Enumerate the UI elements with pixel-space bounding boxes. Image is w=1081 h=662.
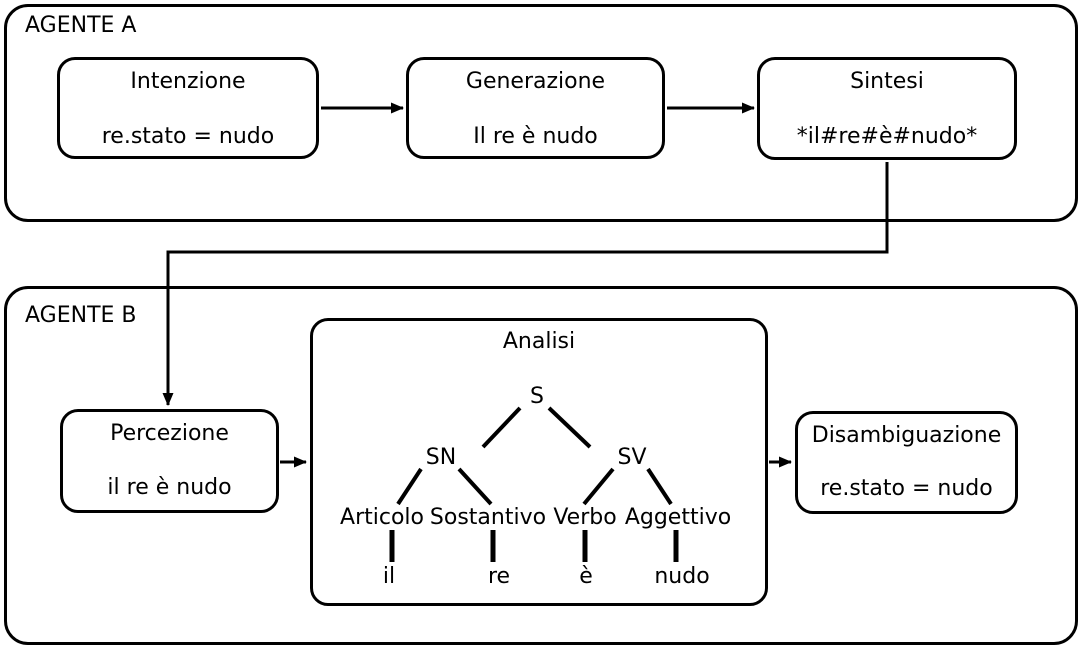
box-disambiguazione: Disambiguazione re.stato = nudo: [795, 411, 1018, 514]
box-value: *il#re#è#nudo*: [796, 124, 978, 149]
box-value: il re è nudo: [107, 475, 232, 500]
tree-node-articolo: Articolo: [340, 505, 424, 530]
box-intenzione: Intenzione re.stato = nudo: [57, 57, 319, 159]
box-title: Disambiguazione: [811, 423, 1002, 448]
tree-node-sv: SV: [617, 445, 647, 470]
tree-leaf-e: è: [579, 564, 593, 589]
box-value: Il re è nudo: [473, 124, 598, 149]
box-value: re.stato = nudo: [101, 124, 275, 149]
tree-leaf-nudo: nudo: [654, 564, 710, 589]
tree-node-s: S: [530, 384, 544, 409]
box-generazione: Generazione Il re è nudo: [406, 57, 665, 159]
tree-node-sostantivo: Sostantivo: [429, 505, 547, 530]
tree-node-aggettivo: Aggettivo: [624, 505, 732, 530]
box-title: Intenzione: [130, 69, 246, 94]
box-sintesi: Sintesi *il#re#è#nudo*: [757, 57, 1017, 160]
agent-b-label: AGENTE B: [25, 303, 137, 328]
tree-leaf-il: il: [382, 564, 396, 589]
box-value: re.stato = nudo: [820, 476, 993, 501]
tree-node-sn: SN: [425, 445, 457, 470]
box-title: Analisi: [502, 329, 576, 354]
tree-leaf-re: re: [487, 564, 511, 589]
agent-a-label: AGENTE A: [25, 13, 137, 38]
box-title: Generazione: [465, 69, 606, 94]
box-title: Percezione: [110, 421, 229, 446]
box-title: Sintesi: [850, 69, 924, 94]
tree-node-verbo: Verbo: [553, 505, 617, 530]
box-percezione: Percezione il re è nudo: [60, 409, 279, 513]
box-analisi: Analisi: [310, 318, 768, 606]
